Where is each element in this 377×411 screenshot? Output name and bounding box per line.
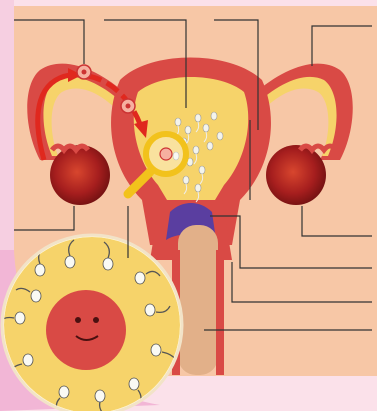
egg-cell-2 bbox=[121, 99, 135, 113]
vagina bbox=[178, 225, 218, 375]
zoom-inset bbox=[0, 235, 182, 411]
egg-cell-zoomed bbox=[46, 290, 126, 370]
right-ovary bbox=[266, 145, 326, 205]
vagina-wall-right bbox=[216, 250, 224, 375]
left-ovary bbox=[50, 145, 110, 205]
left-pink-margin bbox=[0, 0, 14, 250]
egg-cell-1 bbox=[77, 65, 91, 79]
